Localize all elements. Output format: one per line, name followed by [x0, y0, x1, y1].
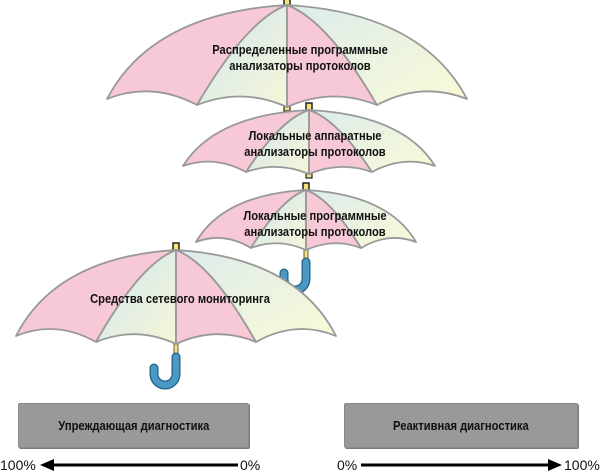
umbrella-label-local-hardware: Локальные аппаратные анализаторы протоко… — [208, 128, 423, 160]
label-line: Средства сетевого мониторинга — [90, 291, 270, 306]
reactive-scale-start: 0% — [337, 457, 358, 473]
umbrella-handle — [150, 353, 180, 389]
umbrella-label-distributed-software: Распределенные программные анализаторы п… — [180, 42, 421, 74]
umbrella-panel — [95, 249, 177, 345]
umbrella-panel — [305, 189, 417, 249]
umbrella-panel — [308, 109, 436, 173]
umbrella-distributed-software — [106, 0, 468, 112]
label-line: Локальные программные — [243, 208, 387, 223]
reactive-diagnostics-box: Реактивная диагностика — [344, 403, 578, 448]
proactive-scale-start: 100% — [0, 457, 36, 473]
proactive-scale-end: 0% — [240, 457, 261, 473]
umbrella-panel — [196, 4, 288, 108]
proactive-diagnostics-box: Упреждающая диагностика — [18, 403, 249, 448]
proactive-arrow — [40, 459, 238, 471]
reactive-scale-end: 100% — [564, 457, 600, 473]
umbrella-panel — [286, 4, 468, 106]
reactive-diagnostics-label: Реактивная диагностика — [393, 418, 529, 433]
umbrella-local-hardware — [182, 102, 436, 179]
label-line: Распределенные программные — [212, 42, 388, 57]
reactive-arrow — [361, 459, 562, 471]
umbrella-network-monitoring — [15, 242, 337, 390]
label-line: анализаторы протоколов — [229, 58, 371, 73]
umbrella-panel — [245, 109, 310, 175]
umbrella-label-local-software: Локальные программные анализаторы проток… — [208, 208, 423, 240]
umbrella-panel — [175, 249, 337, 343]
label-line: анализаторы протоколов — [244, 144, 386, 159]
umbrella-panel — [250, 189, 307, 251]
label-line: Локальные аппаратные — [248, 128, 382, 143]
proactive-diagnostics-label: Упреждающая диагностика — [57, 418, 210, 433]
umbrella-label-network-monitoring: Средства сетевого мониторинга — [60, 291, 301, 307]
label-line: анализаторы протоколов — [244, 224, 386, 239]
